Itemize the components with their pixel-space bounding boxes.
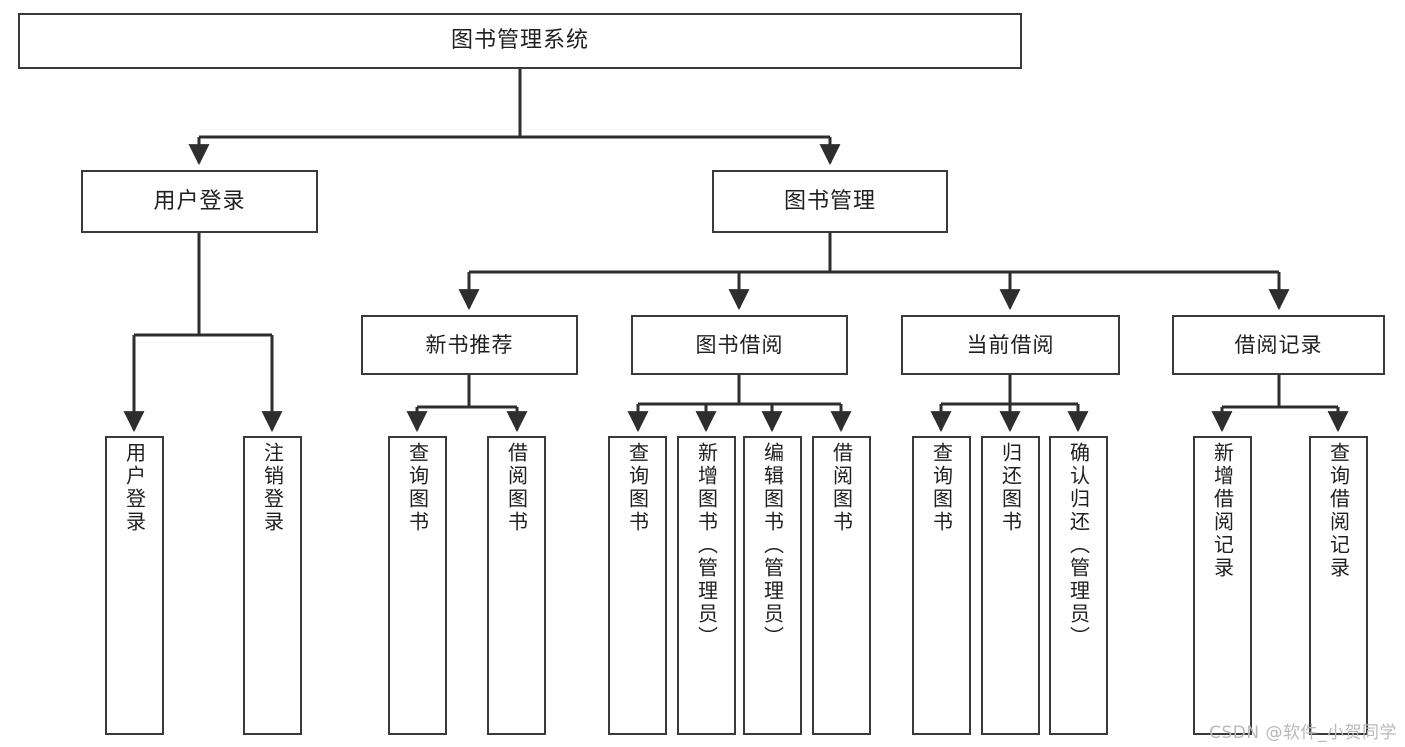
node-book-borrow[interactable]: 图书借阅 bbox=[631, 315, 848, 375]
node-label: 查询图书 bbox=[625, 442, 650, 534]
node-label: 查询借阅记录 bbox=[1326, 442, 1351, 580]
leaf-borrow-book[interactable]: 借阅图书 bbox=[812, 436, 871, 735]
node-user-login[interactable]: 用户登录 bbox=[81, 170, 318, 233]
node-label: 用户登录 bbox=[153, 188, 246, 214]
node-label: 借阅图书 bbox=[504, 442, 529, 534]
node-label: 用户登录 bbox=[122, 442, 147, 534]
node-label: 图书借阅 bbox=[695, 332, 784, 357]
node-label: 查询图书 bbox=[929, 442, 954, 534]
node-label: 查询图书 bbox=[405, 442, 430, 534]
node-label: 新书推荐 bbox=[425, 332, 514, 357]
node-borrow-record[interactable]: 借阅记录 bbox=[1172, 315, 1385, 375]
node-new-book-recommend[interactable]: 新书推荐 bbox=[361, 315, 578, 375]
node-root-book-management-system[interactable]: 图书管理系统 bbox=[18, 13, 1022, 69]
node-label: 编辑图书（管理员） bbox=[760, 442, 785, 649]
csdn-watermark: CSDN @软件_小贺同学 bbox=[1209, 723, 1397, 743]
leaf-return-book[interactable]: 归还图书 bbox=[981, 436, 1040, 735]
leaf-query-borrow-record[interactable]: 查询借阅记录 bbox=[1309, 436, 1368, 735]
node-label: 注销登录 bbox=[260, 442, 285, 534]
node-label: 新增图书（管理员） bbox=[694, 442, 719, 649]
node-label: 确认归还（管理员） bbox=[1066, 442, 1091, 649]
node-current-borrow[interactable]: 当前借阅 bbox=[901, 315, 1120, 375]
leaf-query-book-current[interactable]: 查询图书 bbox=[912, 436, 971, 735]
node-label: 归还图书 bbox=[998, 442, 1023, 534]
leaf-add-book-admin[interactable]: 新增图书（管理员） bbox=[677, 436, 736, 735]
node-label: 图书管理 bbox=[783, 188, 876, 214]
leaf-logout[interactable]: 注销登录 bbox=[243, 436, 302, 735]
leaf-user-login[interactable]: 用户登录 bbox=[105, 436, 164, 735]
node-label: 当前借阅 bbox=[966, 332, 1055, 357]
node-label: 新增借阅记录 bbox=[1210, 442, 1235, 580]
leaf-query-book-recommend[interactable]: 查询图书 bbox=[388, 436, 447, 735]
node-label: 图书管理系统 bbox=[450, 28, 589, 54]
node-book-management[interactable]: 图书管理 bbox=[712, 170, 948, 233]
leaf-add-borrow-record[interactable]: 新增借阅记录 bbox=[1193, 436, 1252, 735]
leaf-borrow-book-recommend[interactable]: 借阅图书 bbox=[487, 436, 546, 735]
node-label: 借阅记录 bbox=[1234, 332, 1323, 357]
node-label: 借阅图书 bbox=[829, 442, 854, 534]
leaf-edit-book-admin[interactable]: 编辑图书（管理员） bbox=[743, 436, 802, 735]
leaf-query-book-borrow[interactable]: 查询图书 bbox=[608, 436, 667, 735]
leaf-confirm-return-admin[interactable]: 确认归还（管理员） bbox=[1049, 436, 1108, 735]
